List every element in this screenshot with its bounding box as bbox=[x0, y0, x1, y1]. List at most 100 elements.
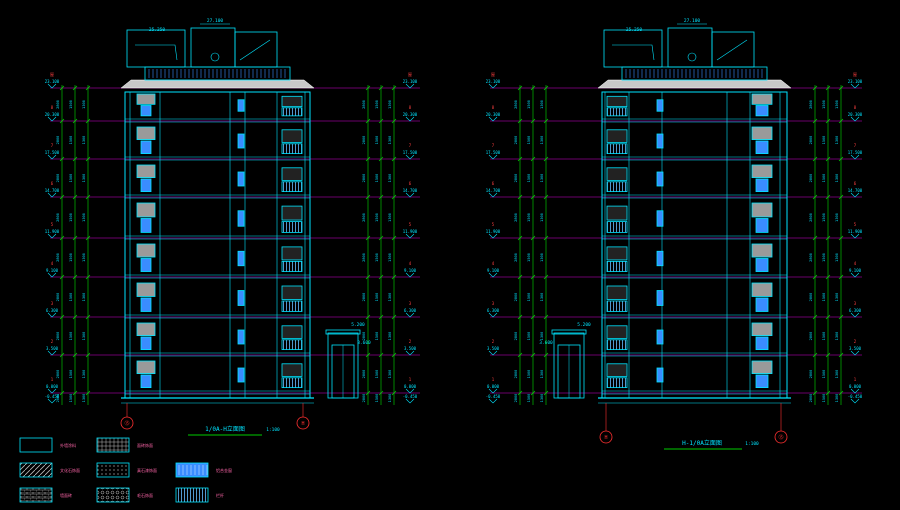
roof-parapet bbox=[621, 66, 768, 81]
wall-panel bbox=[751, 322, 773, 337]
dimension-tick bbox=[825, 352, 831, 358]
level-mark: 17.500 bbox=[486, 150, 501, 155]
roof-eave bbox=[120, 79, 315, 89]
wall-panel bbox=[136, 202, 156, 218]
level-tag: 6 bbox=[854, 181, 857, 186]
dimension-text: 1300 bbox=[540, 174, 544, 183]
window bbox=[140, 336, 152, 351]
dimension-text: 2800 bbox=[362, 136, 366, 145]
dimension-tick bbox=[838, 314, 844, 320]
balcony-railing bbox=[606, 107, 628, 117]
level-mark: 0.000 bbox=[849, 384, 862, 389]
dimension-text: 2800 bbox=[56, 394, 60, 403]
level-symbol bbox=[488, 154, 498, 160]
dimension-text: 2800 bbox=[809, 213, 813, 222]
roof-dome bbox=[687, 52, 697, 62]
dimension-text: 1300 bbox=[835, 136, 839, 145]
dimension-tick bbox=[517, 314, 523, 320]
level-tag: 4 bbox=[409, 261, 412, 266]
dimension-tick bbox=[812, 314, 818, 320]
dimension-text: 2800 bbox=[809, 332, 813, 341]
level-mark: 23.100 bbox=[486, 79, 501, 84]
dimension-text: 1500 bbox=[69, 332, 73, 341]
level-symbol bbox=[405, 272, 415, 278]
level-mark: 11.900 bbox=[848, 229, 863, 234]
dimension-text: 1500 bbox=[527, 174, 531, 183]
balcony-railing bbox=[281, 221, 303, 233]
dimension-tick bbox=[378, 390, 384, 396]
level-symbol bbox=[488, 116, 498, 122]
level-tag: 6 bbox=[492, 181, 495, 186]
dimension-tick bbox=[812, 85, 818, 91]
dimension-text: 1300 bbox=[388, 370, 392, 379]
dimension-tick bbox=[59, 194, 65, 200]
level-symbol bbox=[850, 154, 860, 160]
roof-slope bbox=[716, 39, 748, 61]
axis-bubble bbox=[774, 430, 788, 444]
porch-canopy bbox=[551, 329, 587, 335]
dimension-text: 1500 bbox=[822, 174, 826, 183]
dimension-tick bbox=[391, 194, 397, 200]
dimension-tick bbox=[838, 235, 844, 241]
dimension-tick bbox=[391, 390, 397, 396]
dimension-tick bbox=[378, 314, 384, 320]
window bbox=[755, 105, 769, 117]
dimension-tick bbox=[517, 85, 523, 91]
dimension-text: 2800 bbox=[809, 136, 813, 145]
window-slit bbox=[237, 329, 245, 345]
dimension-text: 1500 bbox=[527, 394, 531, 403]
dimension-tick bbox=[391, 274, 397, 280]
dimension-tick bbox=[365, 274, 371, 280]
dimension-tick bbox=[530, 314, 536, 320]
dimension-text: 1500 bbox=[527, 332, 531, 341]
dimension-text: 1500 bbox=[375, 293, 379, 302]
level-symbol bbox=[47, 388, 57, 394]
dimension-tick bbox=[72, 390, 78, 396]
balcony-window bbox=[281, 363, 303, 377]
wall-panel bbox=[751, 93, 773, 105]
dimension-text: 1500 bbox=[527, 253, 531, 262]
stair-tower-right bbox=[711, 31, 755, 68]
wall-panel bbox=[136, 243, 156, 258]
dimension-text: 1300 bbox=[835, 332, 839, 341]
level-symbol bbox=[488, 83, 498, 89]
level-mark: 9.100 bbox=[404, 268, 417, 273]
dimension-tick bbox=[517, 390, 523, 396]
window-slit bbox=[237, 250, 245, 267]
balcony-window bbox=[606, 95, 628, 108]
window-slit bbox=[656, 329, 664, 345]
elevation-1: 27.10025.2505.2003.600280028002800280028… bbox=[45, 18, 420, 436]
dimension-text: 1500 bbox=[375, 136, 379, 145]
balcony-window bbox=[281, 129, 303, 143]
balcony-railing bbox=[281, 377, 303, 388]
level-symbol bbox=[405, 154, 415, 160]
level-tag: 7 bbox=[492, 143, 495, 148]
level-symbol bbox=[488, 233, 498, 239]
dimension-tick bbox=[530, 390, 536, 396]
level-mark: 23.100 bbox=[848, 79, 863, 84]
level-tag: 2 bbox=[854, 339, 857, 344]
dimension-tick bbox=[825, 85, 831, 91]
balcony-window bbox=[606, 246, 628, 261]
dimension-text: 1500 bbox=[375, 332, 379, 341]
dimension-text: 2800 bbox=[809, 293, 813, 302]
roof-slope bbox=[239, 39, 271, 61]
dimension-tick bbox=[530, 194, 536, 200]
balcony-window bbox=[606, 205, 628, 221]
wall-panel bbox=[136, 164, 156, 179]
dimension-text: 1300 bbox=[540, 394, 544, 403]
level-tag: 3 bbox=[51, 301, 54, 306]
level-mark: 20.300 bbox=[45, 112, 60, 117]
level-tag: 3 bbox=[409, 301, 412, 306]
level-mark: 0.000 bbox=[46, 384, 59, 389]
level-symbol bbox=[47, 272, 57, 278]
balcony-railing bbox=[606, 339, 628, 350]
dimension-text: 2800 bbox=[514, 293, 518, 302]
level-tag: 6 bbox=[51, 181, 54, 186]
dimension-tick bbox=[543, 118, 549, 124]
legend-label: 外墙涂料 bbox=[60, 442, 76, 448]
level-tag: 屋 bbox=[50, 71, 54, 77]
level-mark: 3.500 bbox=[404, 346, 417, 351]
level-mark: 11.900 bbox=[45, 229, 60, 234]
dimension-tick bbox=[812, 156, 818, 162]
